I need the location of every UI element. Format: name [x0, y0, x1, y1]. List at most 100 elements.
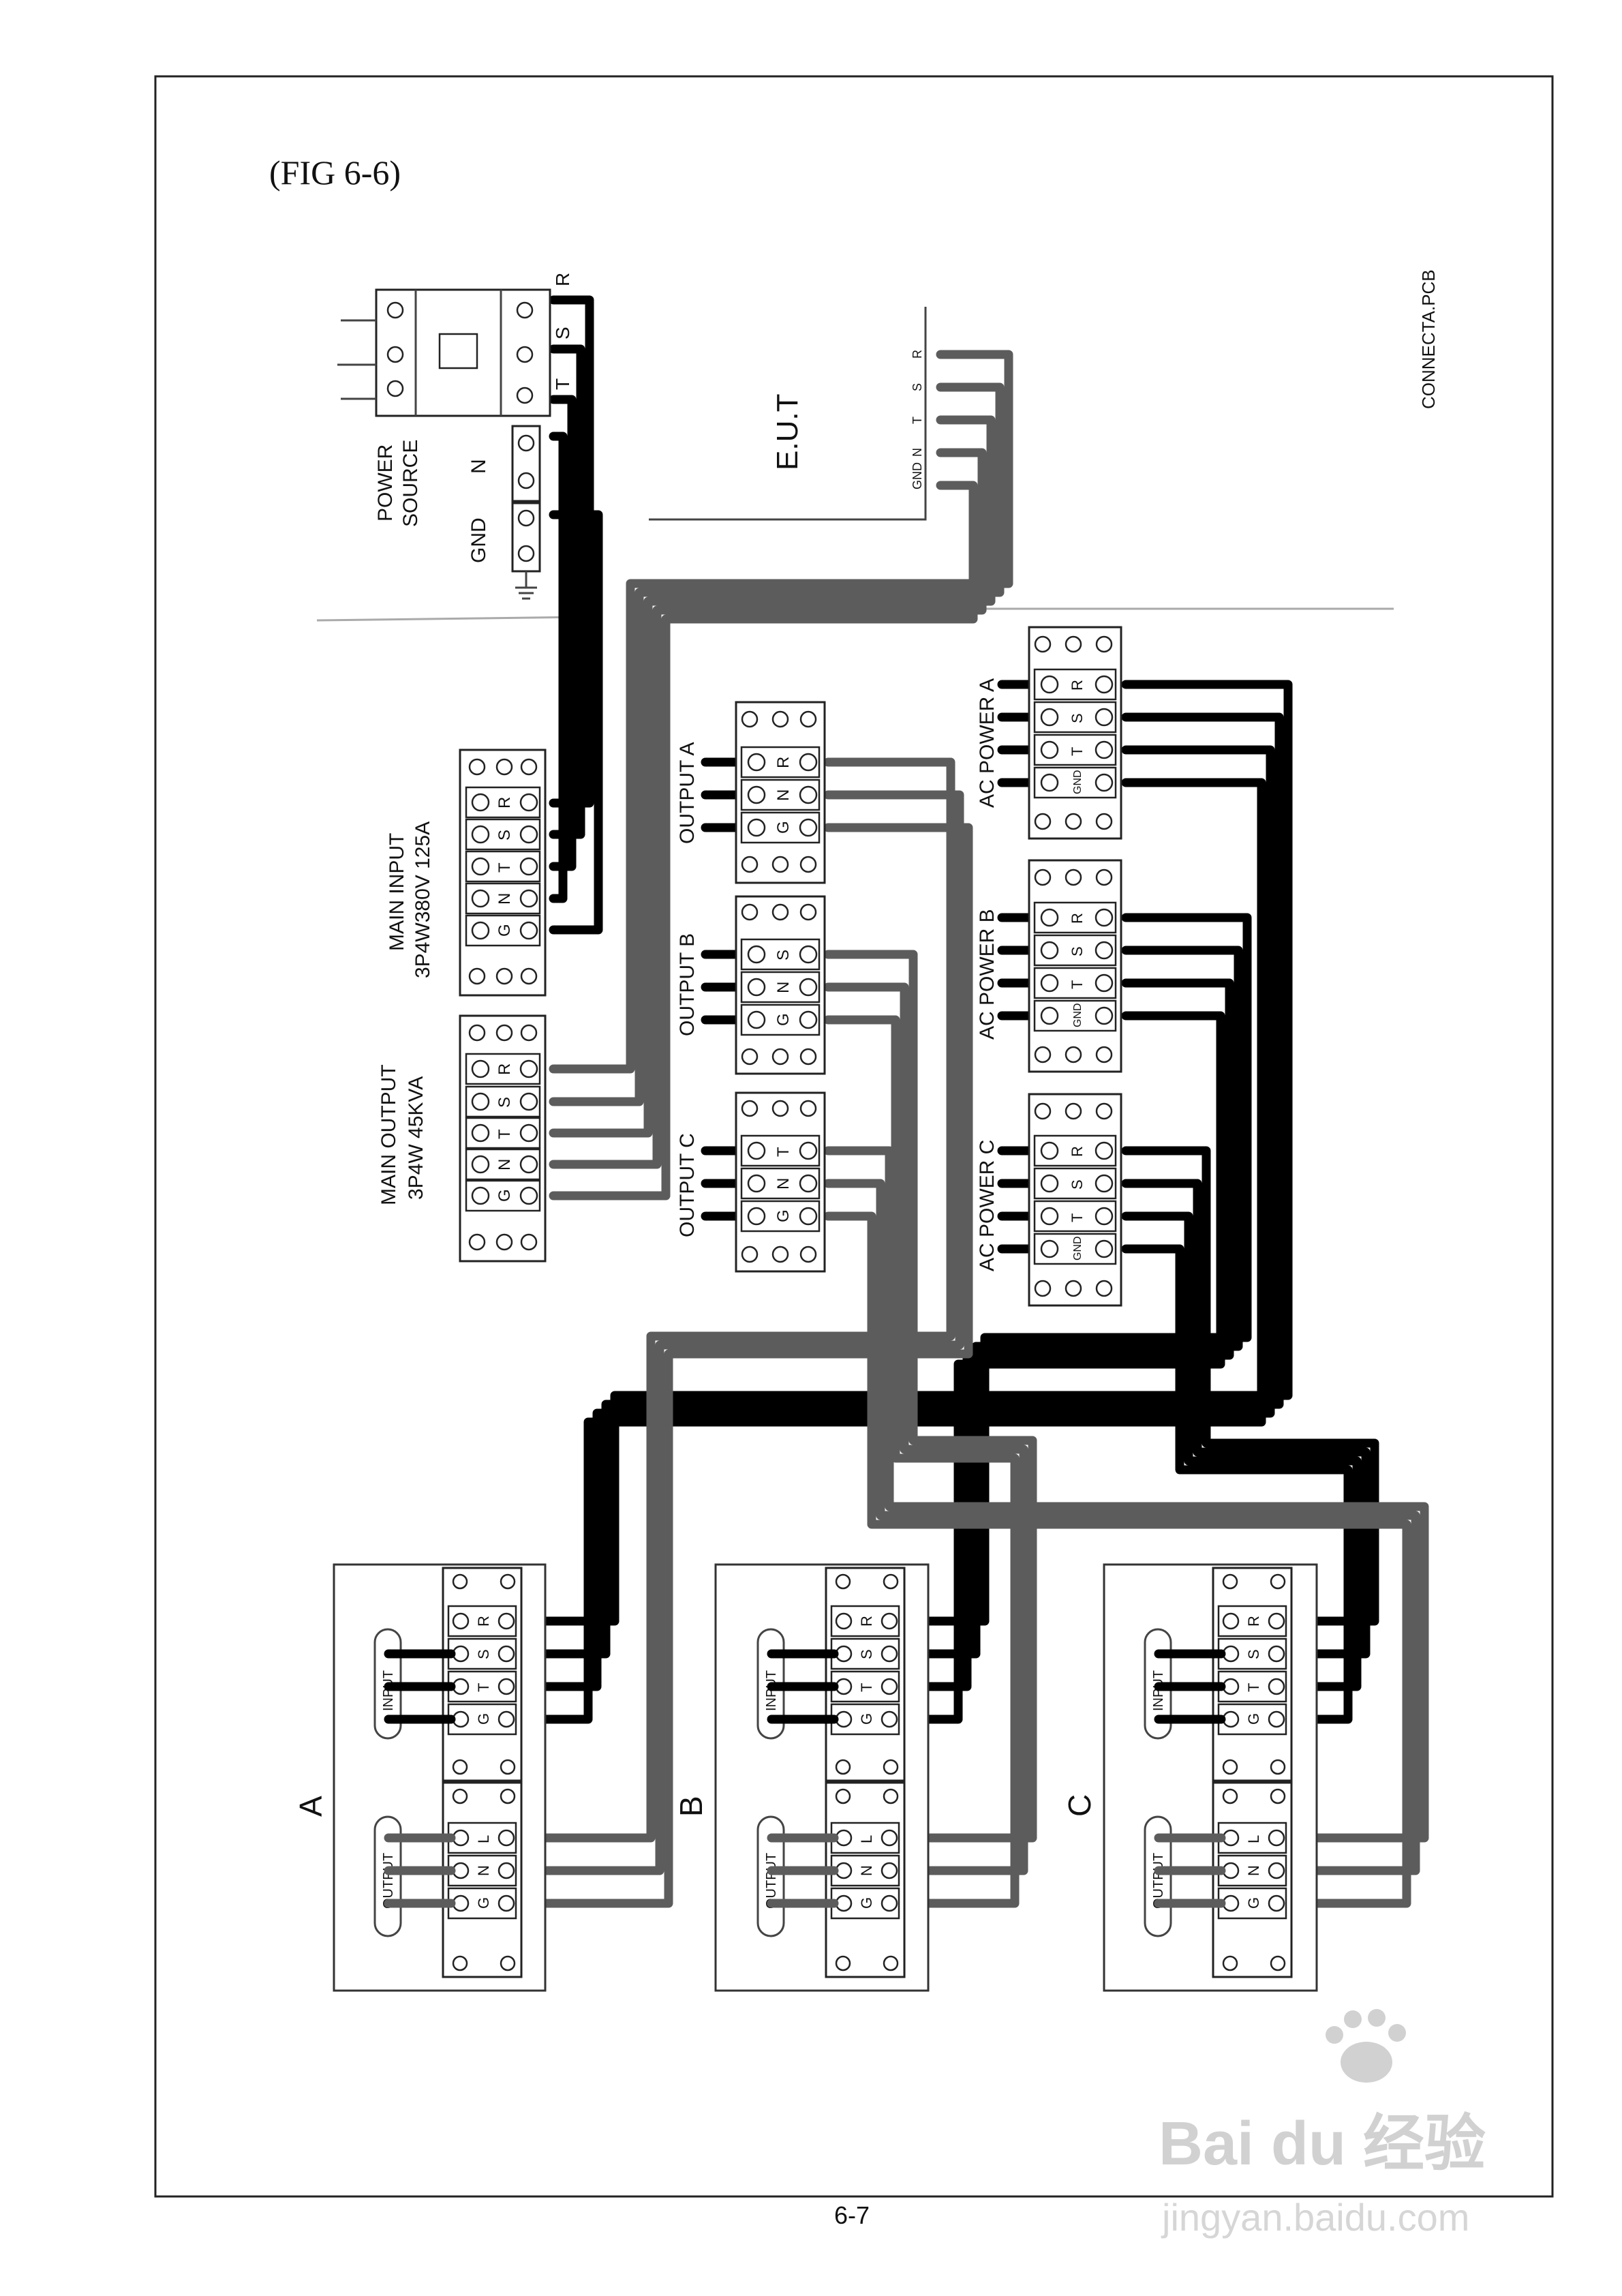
unit-a-input-stubs: [384, 1649, 456, 1724]
wire-eut-g: [549, 481, 978, 1200]
wire-outc-g: [823, 1211, 1411, 1908]
main-output-terminal-n: N: [495, 1159, 514, 1170]
output-b-block: S N G OUTPUT B: [676, 895, 826, 1075]
unit-c: C R S T G INPUT L N G OUTPUT: [1062, 1563, 1318, 1992]
figure-label: (FIG 6-6): [269, 153, 401, 192]
unit-b-input-g: G: [858, 1713, 875, 1725]
unit-b-output-n: N: [858, 1865, 875, 1876]
unit-a-output-g: G: [475, 1897, 492, 1909]
wire-outa-l: [521, 757, 955, 1843]
unit-c-input-stubs: [1154, 1649, 1226, 1724]
output-a-terminal-3: G: [774, 821, 793, 834]
main-output-terminal-g: G: [495, 1189, 514, 1202]
unit-a-input-r: R: [475, 1616, 492, 1627]
ground-symbol-icon: [515, 571, 537, 600]
watermark-url: jingyan.baidu.com: [1161, 2196, 1469, 2239]
main-input-label: MAIN INPUT: [386, 833, 408, 951]
source-ground-label: GND: [468, 517, 490, 563]
ac-power-a-block: R S T GND AC POWER A: [976, 626, 1122, 840]
unit-b-output-tag: [756, 1815, 785, 1937]
unit-a-input-t: T: [475, 1683, 492, 1692]
eut-terminal-n: N: [911, 448, 924, 457]
ac-power-c-block: R S T GND AC POWER C: [976, 1093, 1122, 1307]
wire-source-gnd: [549, 510, 603, 935]
unit-b-input-r: R: [858, 1616, 875, 1627]
eut-terminal-gnd: GND: [911, 462, 924, 489]
main-output-terminal-s: S: [495, 1097, 514, 1108]
wire-stub-out-a: [701, 757, 744, 832]
wire-stub-ac-a: [997, 680, 1044, 787]
wire-eut-t: [549, 415, 996, 1138]
main-input-block: R S T N G MAIN INPUT 3P4W380V 125A: [386, 749, 547, 997]
wire-source-n: [549, 432, 568, 903]
unit-a: A R S T G INPUT L N G OUTPUT: [293, 1563, 547, 1992]
wire-stub-out-c: [701, 1146, 744, 1221]
watermark: Bai du 经验 jingyan.baidu.com: [1159, 2009, 1486, 2239]
unit-c-input-g: G: [1245, 1713, 1262, 1725]
wire-acpb-g: [905, 1011, 1225, 1724]
wire-acpa-g: [521, 778, 1266, 1724]
output-c-terminal-1: T: [774, 1147, 793, 1157]
eut-terminal-r: R: [911, 350, 924, 359]
separator-left: [316, 616, 587, 622]
main-output-terminal-t: T: [495, 1129, 514, 1139]
unit-b-output-stubs: [767, 1833, 839, 1908]
breaker-switch[interactable]: [438, 333, 478, 369]
unit-c-output-tag: [1144, 1815, 1172, 1937]
unit-b-letter: B: [673, 1796, 709, 1817]
output-c-terminal-3: G: [774, 1209, 793, 1222]
unit-c-input-t: T: [1245, 1683, 1262, 1692]
output-b-terminal-1: S: [774, 950, 793, 961]
eut: E.U.T GND N T S R: [649, 307, 927, 521]
main-output-block: R S T N G MAIN OUTPUT 3P4W 45KVA: [378, 1014, 547, 1263]
eut-terminal-s: S: [911, 383, 924, 391]
output-a-terminal-1: R: [774, 757, 793, 768]
wire-outc-n: [823, 1179, 1420, 1875]
wire-eut-n: [549, 448, 987, 1169]
main-input-terminals: R S T N G: [465, 786, 541, 947]
output-b-label: OUTPUT B: [676, 933, 699, 1036]
wire-stub-ac-b: [997, 913, 1044, 1021]
unit-c-output-stubs: [1154, 1833, 1226, 1908]
unit-c-input-r: R: [1245, 1616, 1262, 1627]
unit-b-output-l: L: [858, 1835, 875, 1843]
ac-power-a-terminal-s: S: [1069, 713, 1086, 723]
unit-a-input-s: S: [475, 1649, 492, 1659]
ac-power-a-terminal-t: T: [1069, 747, 1086, 756]
unit-a-output-stubs: [384, 1833, 456, 1908]
output-a-label: OUTPUT A: [676, 742, 699, 844]
ac-power-c-terminal-r: R: [1069, 1146, 1086, 1157]
unit-c-output-n: N: [1245, 1865, 1262, 1876]
paw-icon: [1326, 2009, 1406, 2083]
ac-power-b-terminal-s: S: [1069, 946, 1086, 956]
eut-label: E.U.T: [771, 394, 804, 470]
power-source: R S T N GND POWER SOURCE: [337, 273, 573, 600]
power-source-label-2: SOURCE: [399, 440, 422, 527]
ac-power-c-terminal-s: S: [1069, 1179, 1086, 1190]
page-frame: [154, 75, 1554, 2198]
source-phase-s: S: [552, 327, 573, 339]
main-input-rating: 3P4W380V 125A: [412, 821, 434, 978]
unit-b-output-g: G: [858, 1897, 875, 1909]
unit-a-output-l: L: [475, 1835, 492, 1843]
wire-outa-n: [521, 790, 964, 1875]
ac-power-b-terminal-r: R: [1069, 913, 1086, 924]
wire-stub-out-b: [701, 950, 744, 1025]
wire-outb-n: [823, 982, 1028, 1875]
main-input-terminal-n: N: [495, 893, 514, 905]
unit-a-input-g: G: [475, 1713, 492, 1725]
watermark-brand: Bai du 经验: [1159, 2110, 1486, 2178]
output-a-block: R N G OUTPUT A: [676, 701, 826, 884]
ac-power-b-terminal-gnd: GND: [1072, 1003, 1084, 1027]
eut-frame: [649, 307, 927, 521]
main-output-terminal-r: R: [495, 1063, 514, 1075]
eut-terminal-t: T: [911, 417, 924, 424]
output-c-label: OUTPUT C: [676, 1133, 699, 1237]
ac-power-b-label: AC POWER B: [976, 909, 998, 1040]
page-number: 6-7: [834, 2201, 870, 2229]
unit-b-input-t: T: [858, 1683, 875, 1692]
unit-b: B R S T G INPUT L N G OUTPUT: [673, 1563, 930, 1992]
wire-outb-g: [823, 1015, 1020, 1908]
output-c-terminal-2: N: [774, 1178, 793, 1190]
